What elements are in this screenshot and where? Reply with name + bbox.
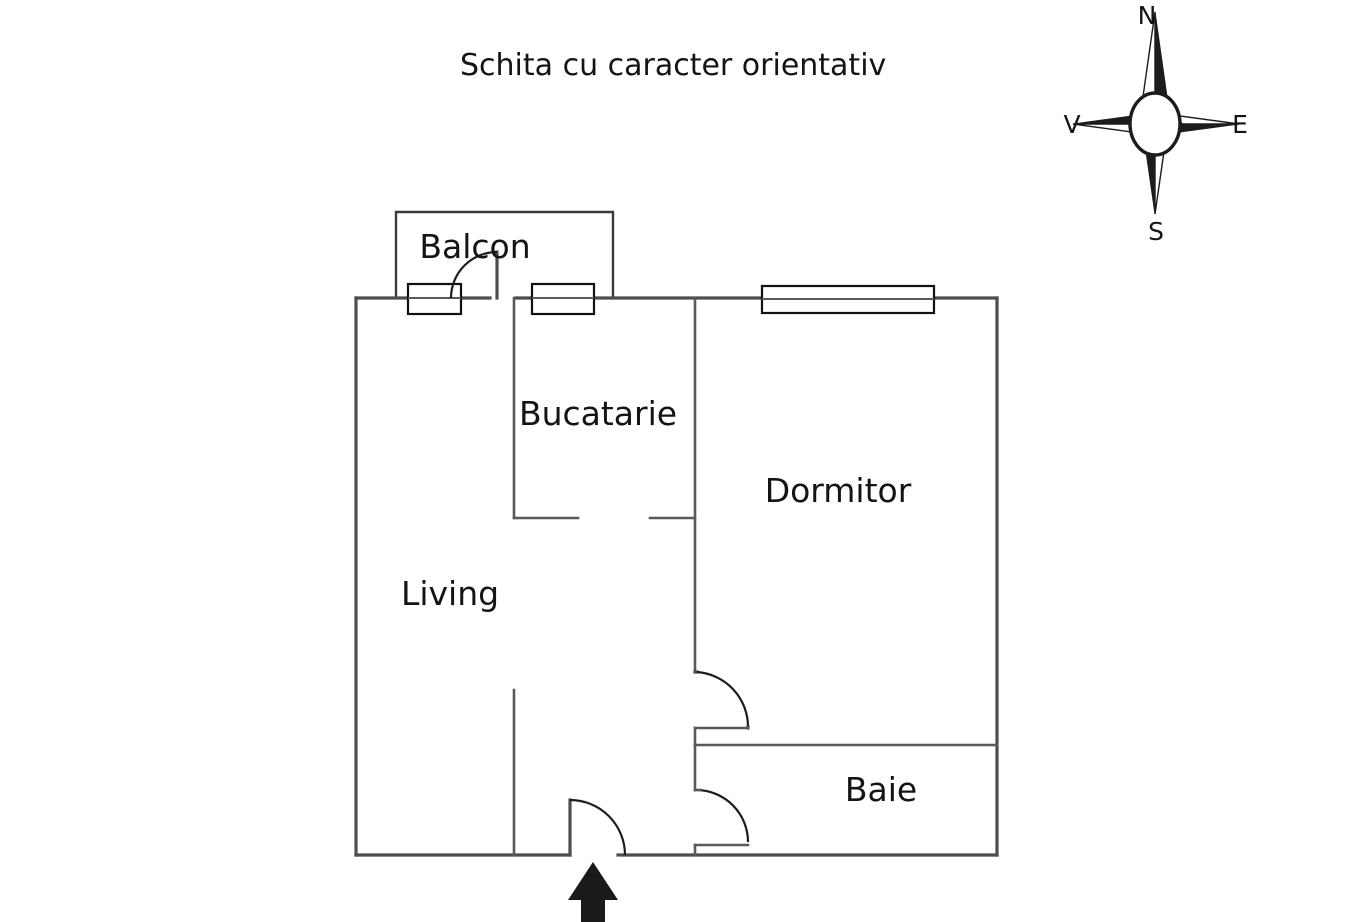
room-label-bucatarie: Bucatarie <box>519 394 677 433</box>
compass-south-label: S <box>1148 217 1164 246</box>
room-label-living: Living <box>401 574 499 613</box>
compass-hub <box>1128 91 1182 157</box>
interior-walls <box>512 296 999 857</box>
room-label-balcon: Balcon <box>419 227 530 266</box>
doors <box>449 250 750 857</box>
compass-rose: N S E V <box>1063 1 1247 246</box>
page-title: Schita cu caracter orientativ <box>460 48 886 83</box>
entrance-arrow <box>568 862 618 922</box>
room-labels: Balcon Bucatarie Living Dormitor Baie <box>401 227 917 809</box>
balcony-outline <box>394 210 615 298</box>
compass-north-label: N <box>1138 1 1157 30</box>
balcony-door <box>449 250 498 299</box>
dormitor-door <box>693 670 750 730</box>
room-label-baie: Baie <box>845 770 917 809</box>
compass-east-label: E <box>1232 110 1248 139</box>
baie-door <box>693 788 750 847</box>
apartment-outer-walls <box>354 250 999 857</box>
entrance-door <box>568 798 627 857</box>
room-label-dormitor: Dormitor <box>765 471 912 510</box>
compass-west-label: V <box>1063 110 1080 139</box>
